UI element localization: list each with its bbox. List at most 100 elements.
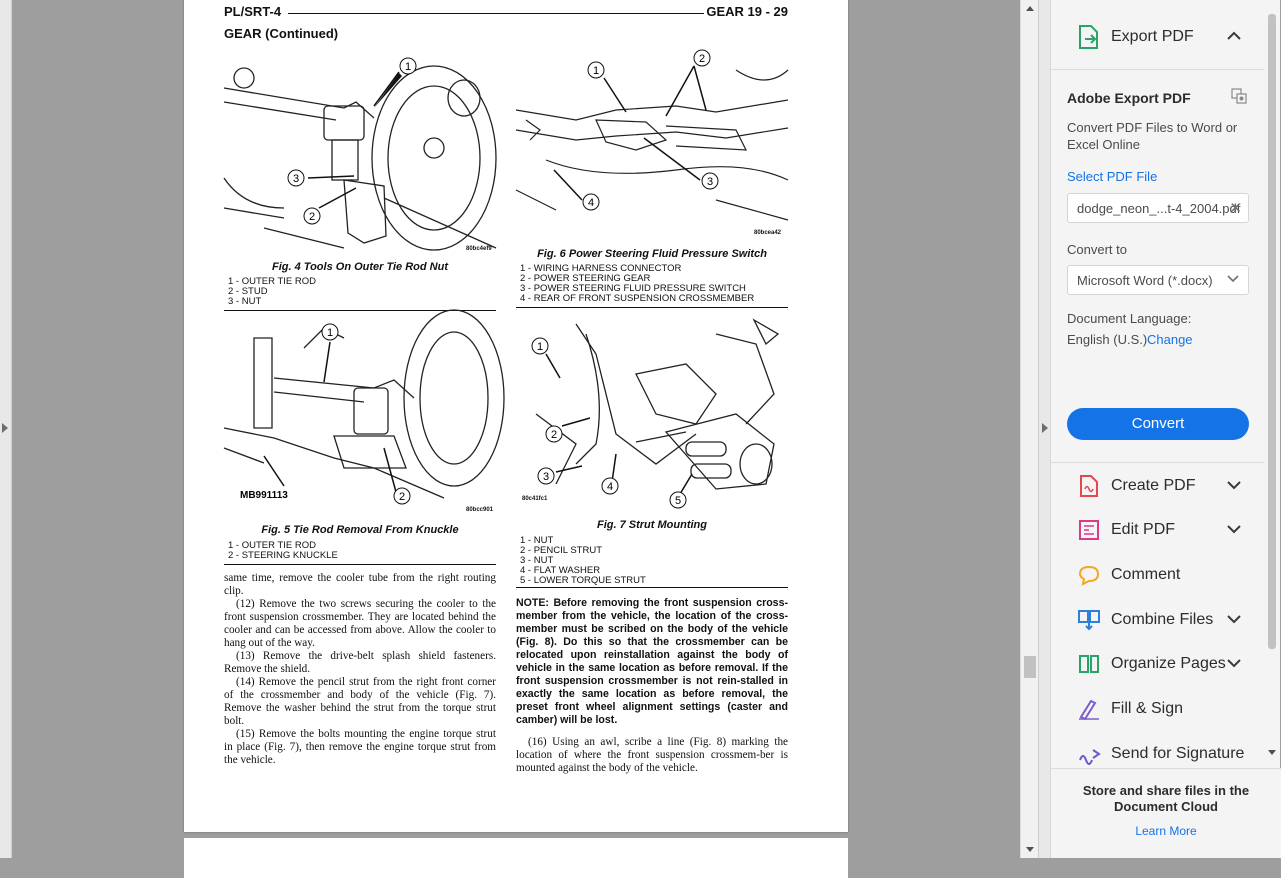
- chevron-down-icon[interactable]: [1227, 612, 1241, 627]
- callout: 2: [309, 211, 315, 223]
- legend-item: 3 - POWER STEERING FLUID PRESSURE SWITCH: [520, 283, 746, 294]
- tool-create-pdf[interactable]: Create PDF: [1051, 468, 1265, 508]
- tool-label: Comment: [1111, 566, 1181, 583]
- tool-organize-pages[interactable]: Organize Pages: [1051, 646, 1265, 686]
- tool-send-for-signature[interactable]: Send for Signature: [1051, 736, 1265, 776]
- tool-combine-files[interactable]: Combine Files: [1051, 602, 1265, 642]
- tool-label: Organize Pages: [1111, 655, 1226, 672]
- figure-4-image: 1 2 3: [223, 57, 497, 254]
- tool-label: Edit PDF: [1111, 521, 1176, 538]
- convert-to-label: Convert to: [1067, 242, 1127, 257]
- chevron-down-icon[interactable]: [1227, 656, 1241, 671]
- callout: 2: [551, 429, 557, 441]
- collapse-right-icon[interactable]: [1042, 423, 1048, 433]
- chevron-down-icon[interactable]: [1227, 478, 1241, 493]
- create-pdf-icon: [1077, 474, 1101, 498]
- callout: 2: [399, 491, 405, 503]
- scroll-down-icon[interactable]: [1268, 750, 1276, 755]
- footer-text: Store and share files in the Document Cl…: [1082, 783, 1250, 814]
- export-pdf-icon: [1077, 24, 1101, 55]
- header-left: PL/SRT-4: [224, 4, 282, 19]
- document-cloud-footer: Store and share files in the Document Cl…: [1051, 768, 1281, 858]
- figure-5-image: 1 2 MB991113: [223, 309, 505, 514]
- select-pdf-file-link[interactable]: Select PDF File: [1067, 169, 1158, 184]
- tool-fill-sign[interactable]: Fill & Sign: [1051, 691, 1265, 731]
- scroll-thumb[interactable]: [1024, 656, 1036, 678]
- callout: 4: [588, 197, 594, 209]
- callout: 2: [699, 53, 705, 65]
- close-icon[interactable]: ✕: [1229, 200, 1242, 217]
- tool-edit-pdf[interactable]: Edit PDF: [1051, 512, 1265, 552]
- legend-item: 2 - POWER STEERING GEAR: [520, 273, 651, 284]
- info-icon[interactable]: [1231, 88, 1247, 109]
- legend-item: 4 - REAR OF FRONT SUSPENSION CROSSMEMBER: [520, 293, 755, 304]
- figure-7-legend: 1 - NUT 2 - PENCIL STRUT 3 - NUT 4 - FLA…: [520, 536, 646, 586]
- export-pdf-title: Export PDF: [1111, 28, 1194, 45]
- note-text: NOTE: Before removing the front suspensi…: [516, 597, 788, 726]
- legend-item: 5 - LOWER TORQUE STRUT: [520, 575, 646, 586]
- tool-label: Send for Signature: [1111, 745, 1245, 762]
- figure-5-code: 80bcc901: [466, 507, 494, 513]
- figure-6-rule: [516, 307, 788, 308]
- figure-7-caption: Fig. 7 Strut Mounting: [597, 519, 707, 531]
- document-scrollbar[interactable]: [1020, 0, 1038, 858]
- organize-pages-icon: [1077, 652, 1101, 676]
- document-language-label: Document Language:: [1067, 311, 1192, 326]
- scroll-up-icon[interactable]: [1026, 6, 1034, 11]
- tool-comment[interactable]: Comment: [1051, 557, 1265, 597]
- scroll-thumb[interactable]: [1268, 14, 1276, 649]
- chevron-down-icon: [1227, 272, 1239, 286]
- figure-6-legend: 1 - WIRING HARNESS CONNECTOR 2 - POWER S…: [520, 264, 754, 304]
- callout: 3: [707, 176, 713, 188]
- tool-label: Create PDF: [1111, 477, 1196, 494]
- callout: 5: [675, 495, 681, 507]
- tools-pane-collapse[interactable]: [1038, 0, 1050, 858]
- paragraph: (13) Remove the drive-belt splash shield…: [224, 650, 496, 675]
- callout: 1: [405, 61, 411, 73]
- selected-file-field[interactable]: dodge_neon_...t-4_2004.pdf ✕: [1067, 193, 1249, 223]
- paragraph: same time, remove the cooler tube from t…: [224, 572, 496, 597]
- page-header: PL/SRT-4 GEAR 19 - 29: [224, 4, 788, 22]
- scroll-down-icon[interactable]: [1026, 847, 1034, 852]
- callout: 1: [327, 327, 333, 339]
- change-language-link[interactable]: Change: [1147, 332, 1193, 347]
- comment-icon: [1077, 563, 1101, 587]
- adobe-export-title: Adobe Export PDF: [1067, 90, 1191, 106]
- document-viewer[interactable]: PL/SRT-4 GEAR 19 - 29 GEAR (Continued): [12, 0, 1020, 878]
- tool-label: Combine Files: [1111, 611, 1214, 628]
- figure-4-rule: [224, 310, 496, 311]
- legend-item: 1 - OUTER TIE ROD: [228, 540, 316, 551]
- figure-5-caption: Fig. 5 Tie Rod Removal From Knuckle: [261, 524, 459, 536]
- legend-item: 2 - STEERING KNUCKLE: [228, 550, 338, 561]
- figure-7-image: 1 2 3 4 5: [516, 314, 788, 510]
- edit-pdf-icon: [1077, 518, 1101, 542]
- chevron-down-icon[interactable]: [1227, 522, 1241, 537]
- left-nav-collapse[interactable]: [0, 0, 12, 858]
- tools-pane-scrollbar[interactable]: [1264, 0, 1280, 768]
- tool-label: MB991113: [240, 490, 288, 501]
- callout: 3: [293, 173, 299, 185]
- learn-more-link[interactable]: Learn More: [1135, 824, 1197, 838]
- legend-item: 1 - WIRING HARNESS CONNECTOR: [520, 263, 682, 274]
- figure-4-caption: Fig. 4 Tools On Outer Tie Rod Nut: [272, 261, 448, 273]
- header-right: GEAR 19 - 29: [706, 4, 788, 19]
- expand-left-icon[interactable]: [2, 423, 8, 433]
- fill-sign-icon: [1077, 697, 1101, 721]
- chevron-up-icon[interactable]: [1227, 28, 1241, 44]
- figure-4-code: 80bc4ef9: [466, 246, 492, 252]
- paragraph: (14) Remove the pencil strut from the ri…: [224, 676, 496, 727]
- export-pdf-header[interactable]: Export PDF: [1051, 0, 1265, 70]
- convert-button[interactable]: Convert: [1067, 408, 1249, 440]
- callout: 4: [607, 481, 613, 493]
- callout: 3: [543, 471, 549, 483]
- callout: 1: [537, 341, 543, 353]
- step-16-text: (16) Using an awl, scribe a line (Fig. 8…: [516, 736, 788, 774]
- legend-item: 1 - NUT: [520, 535, 554, 546]
- paragraph: (15) Remove the bolts mounting the engin…: [224, 728, 496, 766]
- legend-item: 3 - NUT: [228, 296, 262, 307]
- divider: [1051, 462, 1265, 463]
- document-language-value: English (U.S.): [1067, 332, 1148, 347]
- convert-to-select[interactable]: Microsoft Word (*.docx): [1067, 265, 1249, 295]
- pdf-page: PL/SRT-4 GEAR 19 - 29 GEAR (Continued): [184, 0, 848, 832]
- figure-7-code: 80c41fc1: [522, 496, 548, 502]
